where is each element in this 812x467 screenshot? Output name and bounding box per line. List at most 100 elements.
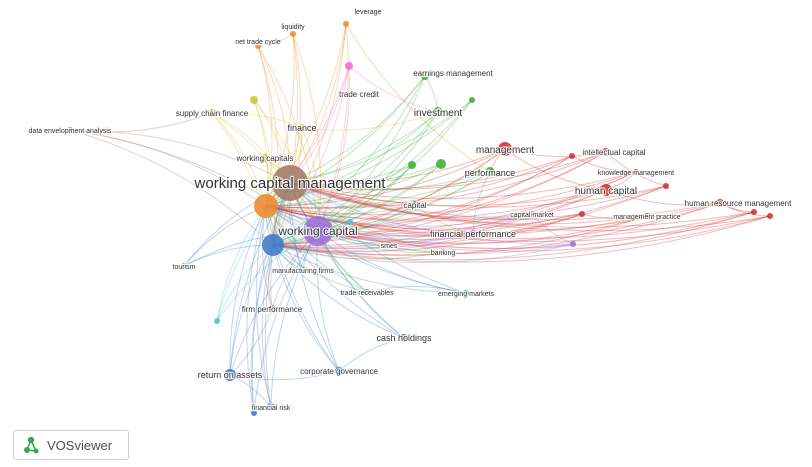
node-dea[interactable] [67,127,73,133]
network-edge [265,189,607,220]
network-edge [272,33,299,246]
network-edge [272,171,637,247]
network-edge [265,205,533,227]
node-green5[interactable] [469,97,475,103]
network-edge [265,205,583,230]
node-emerging[interactable] [463,290,469,296]
node-red9[interactable] [767,213,773,219]
node-knowledge[interactable] [633,169,639,175]
network-edge [265,163,442,207]
node-sme[interactable] [386,242,392,248]
vosviewer-badge[interactable]: VOSviewer [13,430,129,460]
node-firmperf[interactable] [268,305,276,313]
network-edge [272,65,350,246]
node-investment[interactable] [433,107,443,117]
network-edge [272,148,506,246]
node-tradecredit[interactable] [345,62,353,70]
network-edge [216,205,267,322]
node-label-dea: data envelopment analysis [29,128,112,135]
node-tourism[interactable] [181,263,187,269]
network-edge [272,204,416,246]
network-edge [289,151,607,191]
network-edge [255,205,272,408]
node-earnings[interactable] [421,72,429,80]
node-manufacturing[interactable] [300,267,306,273]
node-blue7[interactable] [251,410,257,416]
node-label-wcm: working capital management [194,175,387,192]
network-edge [69,112,213,133]
network-edge [581,213,648,220]
node-label-corpgov: corporate governance [300,367,378,376]
network-edge [289,111,439,184]
node-management[interactable] [498,142,512,156]
node-cyan2[interactable] [347,219,353,225]
node-purple3[interactable] [570,241,576,247]
node-label-firmperf: firm performance [242,305,303,314]
network-edge [317,75,426,232]
network-edge [289,148,506,185]
network-edge [272,211,755,261]
network-edge [289,182,583,220]
node-wc[interactable] [303,216,333,246]
network-edge [265,171,637,215]
node-yel2[interactable] [250,96,258,104]
network-edge [272,233,474,253]
network-edge [272,213,533,250]
node-cashholdings[interactable] [400,334,408,342]
network-edge [211,112,319,232]
node-hrm[interactable] [716,199,724,207]
network-edge [265,202,721,233]
node-mpractice[interactable] [644,213,650,219]
node-tradereceiv[interactable] [364,289,370,295]
node-capmarket[interactable] [529,211,535,217]
network-edge [257,45,319,232]
network-edge [265,205,467,294]
node-roa[interactable] [224,369,236,381]
network-edge [317,230,467,294]
network-edge [317,171,637,233]
node-label-hrm: human resource management [685,199,793,208]
node-blue_hub[interactable] [262,234,284,256]
node-banking[interactable] [440,249,446,255]
node-label-earnings: earnings management [413,69,493,78]
network-edge [265,171,491,209]
node-finrisk[interactable] [267,403,275,411]
network-edge [272,185,667,249]
network-edge [272,23,347,246]
node-red8[interactable] [751,209,757,215]
node-performance[interactable] [485,167,495,177]
network-edge [289,182,340,372]
node-red7[interactable] [663,183,669,189]
node-wcm[interactable] [272,165,308,201]
node-orange_hub[interactable] [254,194,278,218]
node-label-mpractice: management practice [613,214,680,221]
network-edge [265,185,667,222]
network-edge [301,111,439,131]
node-red6[interactable] [569,153,575,159]
node-red10[interactable] [579,211,585,217]
network-edge [272,244,368,293]
network-edge [253,230,319,414]
node-green3[interactable] [436,159,446,169]
node-human[interactable] [600,184,612,196]
node-scf[interactable] [208,109,216,117]
node-cyan3[interactable] [214,318,220,324]
network-edge [69,129,291,184]
network-edge [272,215,648,256]
node-green4[interactable] [408,161,416,169]
node-corpgov[interactable] [335,367,343,375]
node-finperf[interactable] [469,230,477,238]
node-label-emerging: emerging markets [438,291,495,298]
node-ntc[interactable] [255,43,261,49]
network-edge [216,182,291,322]
node-intellectual[interactable] [602,148,610,156]
network-edge [272,244,444,260]
node-leverage[interactable] [343,21,349,27]
node-liquidity[interactable] [290,31,296,37]
node-capital[interactable] [411,201,419,209]
network-edge [265,205,368,293]
node-finance[interactable] [298,124,306,132]
node-wcaps[interactable] [261,154,269,162]
network-edge [250,244,274,414]
